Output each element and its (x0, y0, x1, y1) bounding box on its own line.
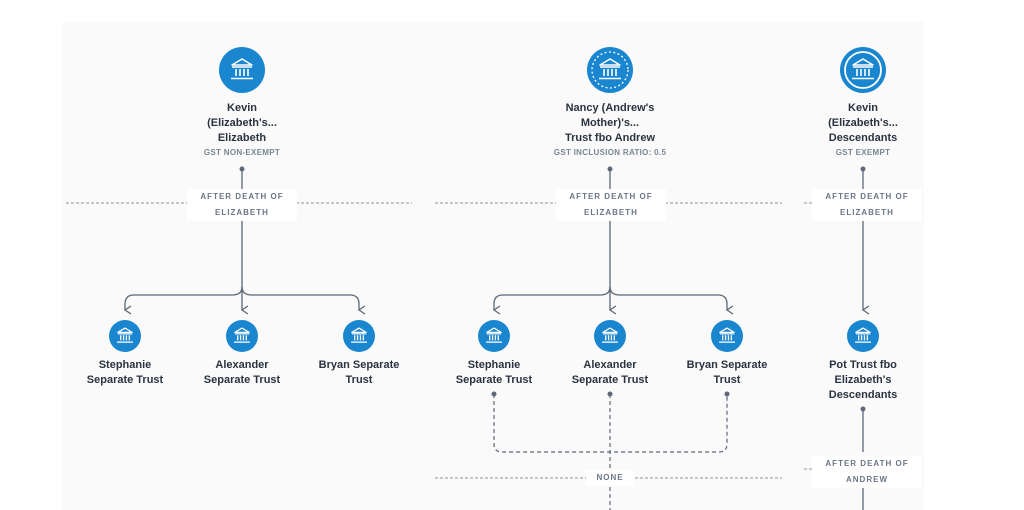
event-label: AFTER DEATH OF ANDREW (812, 456, 922, 488)
gst-status: GST NON-EXEMPT (203, 148, 281, 157)
branch-arrow-left (494, 286, 611, 310)
event-label: NONE (586, 470, 634, 486)
column-2 (435, 166, 782, 510)
connector-dot (724, 391, 730, 397)
diagram-canvas: Kevin (Elizabeth's... Elizabeth GST NON-… (62, 22, 924, 510)
trust-name[interactable]: Kevin (Elizabeth's... Elizabeth (207, 102, 277, 144)
child-trust-icon[interactable] (594, 320, 626, 352)
child-trust-name[interactable]: Alexander Separate Trust (571, 359, 649, 386)
branch-arrow-right (241, 286, 359, 310)
child-trust-icon[interactable] (109, 320, 141, 352)
event-label: AFTER DEATH OF ELIZABETH (187, 189, 297, 221)
child-trust-icon[interactable] (343, 320, 375, 352)
trust-node-icon[interactable] (219, 47, 265, 93)
event-label: AFTER DEATH OF ELIZABETH (556, 189, 666, 221)
trust-name[interactable]: Kevin (Elizabeth's... Descendants (828, 102, 898, 144)
child-trust-name[interactable]: Bryan Separate Trust (318, 359, 400, 386)
child-trust-icon[interactable] (226, 320, 258, 352)
trust-flow-diagram (66, 47, 920, 510)
trust-node-icon[interactable] (840, 47, 886, 93)
event-label: AFTER DEATH OF ELIZABETH (812, 189, 922, 221)
child-trust-icon[interactable] (847, 320, 879, 352)
trust-node-icon[interactable] (587, 47, 633, 93)
child-trust-icon[interactable] (711, 320, 743, 352)
child-trust-name[interactable]: Alexander Separate Trust (203, 359, 281, 386)
trust-name[interactable]: Nancy (Andrew's Mother)'s... Trust fbo A… (564, 102, 656, 144)
child-trust-name[interactable]: Pot Trust fbo Elizabeth's Descendants (828, 359, 898, 401)
child-trust-name[interactable]: Stephanie Separate Trust (455, 359, 533, 386)
gst-status: GST INCLUSION RATIO: 0.5 (553, 148, 667, 157)
branch-arrow-left (125, 286, 243, 310)
child-trust-name[interactable]: Stephanie Separate Trust (86, 359, 164, 386)
child-trust-name[interactable]: Bryan Separate Trust (686, 359, 768, 386)
branch-arrow-right (609, 286, 727, 310)
child-trust-icon[interactable] (478, 320, 510, 352)
gst-status: GST EXEMPT (835, 148, 891, 157)
